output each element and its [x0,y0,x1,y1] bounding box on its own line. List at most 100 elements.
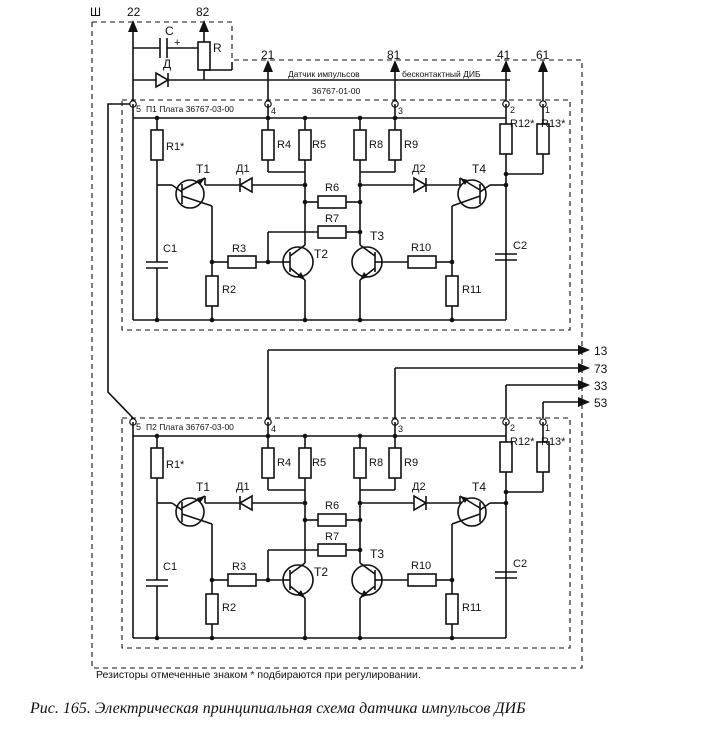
output-53-label: 53 [594,396,608,410]
board-top-boundary [121,99,571,331]
board-bottom-pin-1: 1 [545,423,550,433]
board-top-title: П1 Плата 36767-03-00 [146,104,234,114]
board-top-pin-5: 5 [136,104,141,114]
board-top-r7-label: R7 [325,213,339,225]
board-bottom-t2 [282,562,314,599]
board-bottom-r1 [150,447,164,479]
board-top-r8-label: R8 [369,139,383,151]
connector-boundary [91,21,583,669]
board-bottom-r8-label: R8 [369,457,383,469]
board-bottom-r2-label: R2 [222,602,236,614]
board-bottom-d2 [413,494,428,512]
board-top-r11-label: R11 [462,284,481,296]
board-top-r5 [298,129,312,161]
board-top-r3 [227,255,257,269]
output-73-label: 73 [594,362,608,376]
board-top-d2-label: Д2 [412,163,426,175]
board-bottom-d1 [238,494,253,512]
board-bottom-r4 [261,447,275,479]
board-bottom-r13-label: R13* [541,436,566,448]
board-bottom-r11-label: R11 [462,602,481,614]
board-bottom-r7-label: R7 [325,531,339,543]
terminal-82-label: 82 [196,5,210,19]
board-bottom-r6-label: R6 [325,500,339,512]
contactless-label: бесконтактный ДИБ [402,69,481,79]
board-top-r3-label: R3 [232,243,246,255]
board-top-c1-label: C1 [163,243,177,255]
board-top-r11 [445,275,459,307]
board-top-d2 [413,176,428,194]
terminal-41-label: 41 [497,48,511,62]
terminal-21-arrow [263,60,273,104]
board-top-r6 [317,195,347,209]
output-33-label: 33 [594,379,608,393]
board-top-r8 [353,129,367,161]
board-bottom-t4 [451,495,491,527]
interboard-wire-pin5 [107,103,134,419]
diode-d: Д [133,57,204,89]
board-top-r13-label: R13* [541,118,566,130]
board-top-r12-label: R12* [510,118,535,130]
sensor-label: Датчик импульсов [288,69,360,79]
diode-d-label: Д [163,57,171,71]
board-bottom-d2-label: Д2 [412,481,426,493]
board-bottom-r11 [445,593,459,625]
board-bottom-r5 [298,447,312,479]
terminal-22-label: 22 [127,5,141,19]
board-bottom-t3 [351,562,383,599]
board-top-c2-label: C2 [513,240,527,252]
board-bottom-r9-label: R9 [404,457,418,469]
board-top-pin-3: 3 [398,106,403,116]
board-bottom-r12-label: R12* [510,436,535,448]
board-top-r10-label: R10 [411,242,431,254]
board-top-r2 [205,275,219,307]
terminal-41-arrow [501,60,511,104]
board-bottom-r4-label: R4 [277,457,291,469]
board-bottom-c2-label: C2 [513,558,527,570]
output-bus: 13 73 33 53 [267,344,608,418]
board-bottom-t3-label: T3 [370,547,384,561]
board-bottom-pin-3: 3 [398,424,403,434]
board-top-pin-1: 1 [545,105,550,115]
terminal-22-arrow [128,20,138,80]
board-bottom: П2 Плата 36767-03-00 5 4 3 2 1 R1* C1 [121,417,571,649]
board-top-d1-label: Д1 [236,163,250,175]
board-top-t4-label: T4 [472,162,486,176]
board-top-t2 [282,244,314,281]
board-top-r2-label: R2 [222,284,236,296]
board-bottom-r1-label: R1* [166,459,185,471]
board-bottom-c1-label: C1 [163,561,177,573]
board-top-r9-label: R9 [404,139,418,151]
board-bottom-r6 [317,513,347,527]
board-top-r6-label: R6 [325,182,339,194]
terminal-82-arrow [199,20,209,42]
board-bottom-pin-4: 4 [271,424,276,434]
resistor-r-label: R [213,41,222,55]
board-top-r1-label: R1* [166,141,185,153]
board-top-r10 [407,255,437,269]
board-top-r4-label: R4 [277,139,291,151]
board-top-t2-label: T2 [314,247,328,261]
board-bottom-r8 [353,447,367,479]
resistor-r: R [197,41,222,80]
terminal-61-label: 61 [536,48,550,62]
capacitor-c: C + [133,24,204,58]
figure-caption: Рис. 165. Электрическая принципиальная с… [30,700,526,717]
assembly-code-label: 36767-01-00 [312,86,360,96]
board-bottom-title: П2 Плата 36767-03-00 [146,422,234,432]
board-bottom-r7 [317,543,347,557]
terminal-81-label: 81 [387,48,401,62]
board-bottom-r3-label: R3 [232,561,246,573]
board-top-r5-label: R5 [312,139,326,151]
board-top: П1 Плата 36767-03-00 5 4 3 2 1 R1* C1 [121,99,571,331]
board-top-r4 [261,129,275,161]
board-top-pin-2: 2 [510,105,515,115]
board-bottom-boundary [121,417,571,649]
board-bottom-r9 [388,447,402,479]
board-bottom-t1 [171,495,213,527]
board-top-t3-label: T3 [370,229,384,243]
capacitor-c-label: C [165,24,174,38]
board-top-d1 [238,176,253,194]
capacitor-plus-label: + [174,37,180,49]
board-bottom-t2-label: T2 [314,565,328,579]
